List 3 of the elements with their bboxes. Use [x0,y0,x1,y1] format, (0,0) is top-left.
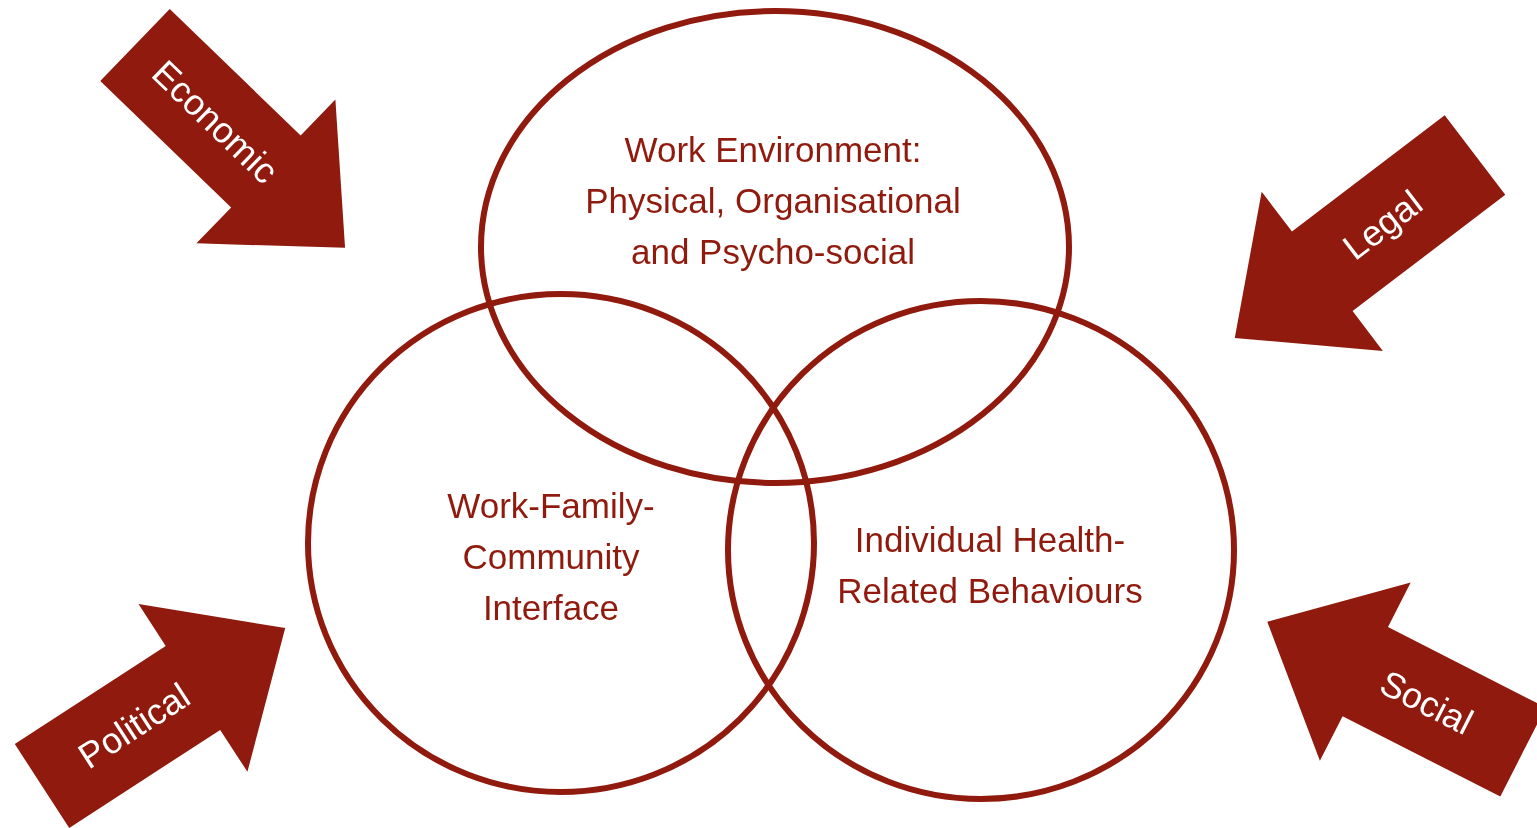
circle-label: Work-Family-Community Interface [446,484,656,629]
circle-label: Individual Health-Related Behaviours [836,519,1144,612]
circle-label: Work Environment: Physical, Organisational and Psycho-social [584,128,962,273]
